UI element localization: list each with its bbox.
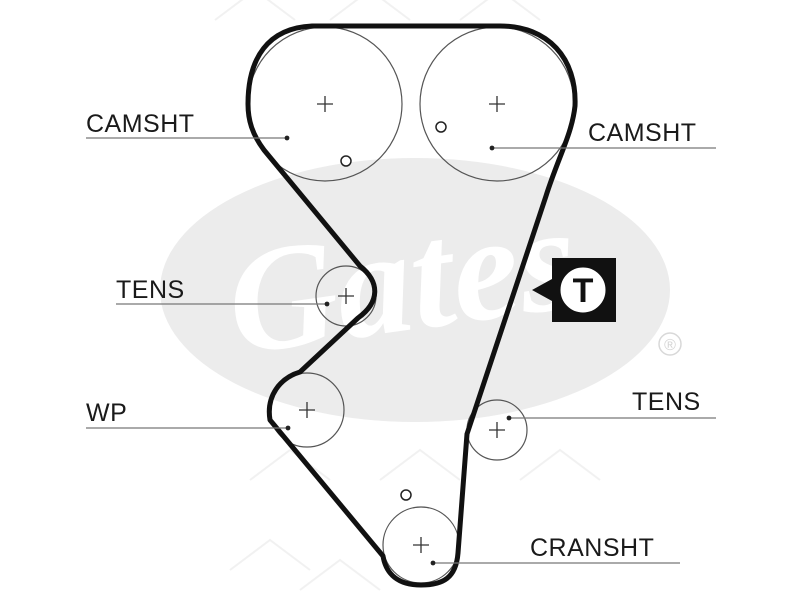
centre-tensioner-upper [338,288,354,304]
timing-belt [245,23,578,588]
centre-water-pump [299,402,315,418]
centre-crankshaft [413,537,429,553]
logo-ellipse [160,158,670,422]
leader-lines [86,137,716,564]
label-camshaft-left: CAMSHT [86,110,195,138]
timing-mark-camshaft-right [435,121,447,133]
label-crankshaft: CRANSHT [530,534,654,562]
timing-mark-camshaft-left [340,155,352,167]
badge-letter: T [573,272,594,310]
centre-camshaft-left [317,96,333,112]
label-water-pump: WP [86,399,127,427]
timing-marks [340,121,447,501]
badge-circle [559,266,607,314]
tensioner-badge: T [532,258,616,322]
registered-mark-ring [658,332,682,356]
label-tensioner-upper: TENS [116,276,185,304]
background-watermark-pattern [214,0,601,591]
component-labels: CAMSHT CAMSHT TENS WP TENS CRANSHT [86,110,701,562]
centre-tensioner-lower [489,422,505,438]
label-tensioner-lower: TENS [632,388,701,416]
centre-camshaft-right [489,96,505,112]
registered-mark: ® [664,337,676,354]
leader-dots [284,135,512,566]
gates-logo-watermark: Gates ® [160,158,682,422]
label-camshaft-right: CAMSHT [588,119,697,147]
timing-mark-crankshaft [400,489,412,501]
pulley-centres [299,96,505,553]
